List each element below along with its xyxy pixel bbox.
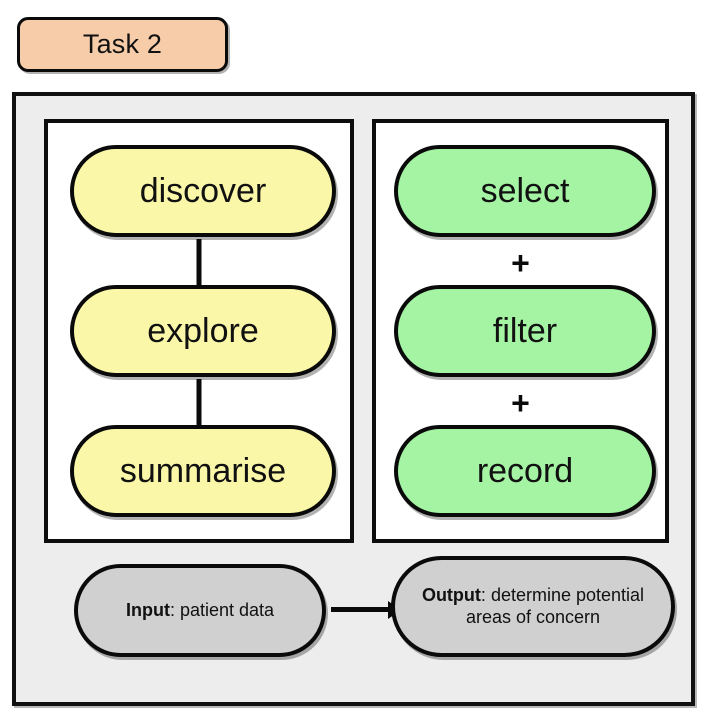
- plus-separator-filter-record: +: [511, 385, 530, 421]
- operation-filter: filter: [394, 285, 656, 377]
- output-value: determine potential areas of concern: [465, 584, 645, 627]
- task-badge: Task 2: [17, 17, 228, 72]
- stage-discover-label: discover: [139, 171, 267, 210]
- operation-select: select: [394, 145, 656, 237]
- stage-summarise-label: summarise: [119, 451, 287, 490]
- input-prefix: Input: [125, 599, 170, 620]
- task-badge-label: Task 2: [82, 29, 163, 59]
- input-value: patient data: [179, 599, 275, 620]
- output-separator: :: [480, 584, 491, 605]
- stages-column: discover explore summarise: [44, 119, 354, 543]
- arrow-input-to-output-icon: [331, 607, 389, 612]
- stage-discover: discover: [70, 145, 336, 237]
- stage-explore: explore: [70, 285, 336, 377]
- output-text: Output: determine potential areas of con…: [409, 585, 657, 629]
- stage-explore-label: explore: [147, 311, 259, 350]
- stage-summarise: summarise: [70, 425, 336, 517]
- operation-record-label: record: [476, 451, 574, 490]
- operation-record: record: [394, 425, 656, 517]
- operation-select-label: select: [480, 171, 570, 210]
- input-separator: :: [169, 599, 180, 620]
- arrow-explore-to-summarise-icon: [196, 379, 202, 427]
- output-prefix: Output: [421, 584, 481, 605]
- plus-separator-select-filter: +: [511, 245, 530, 281]
- diagram-panel: discover explore summarise select + filt…: [12, 92, 695, 706]
- input-node: Input: patient data: [74, 564, 326, 657]
- operations-column: select + filter + record: [372, 119, 669, 543]
- output-node: Output: determine potential areas of con…: [391, 556, 675, 657]
- arrow-discover-to-explore-icon: [196, 239, 202, 287]
- operation-filter-label: filter: [492, 311, 558, 350]
- input-text: Input: patient data: [126, 600, 274, 622]
